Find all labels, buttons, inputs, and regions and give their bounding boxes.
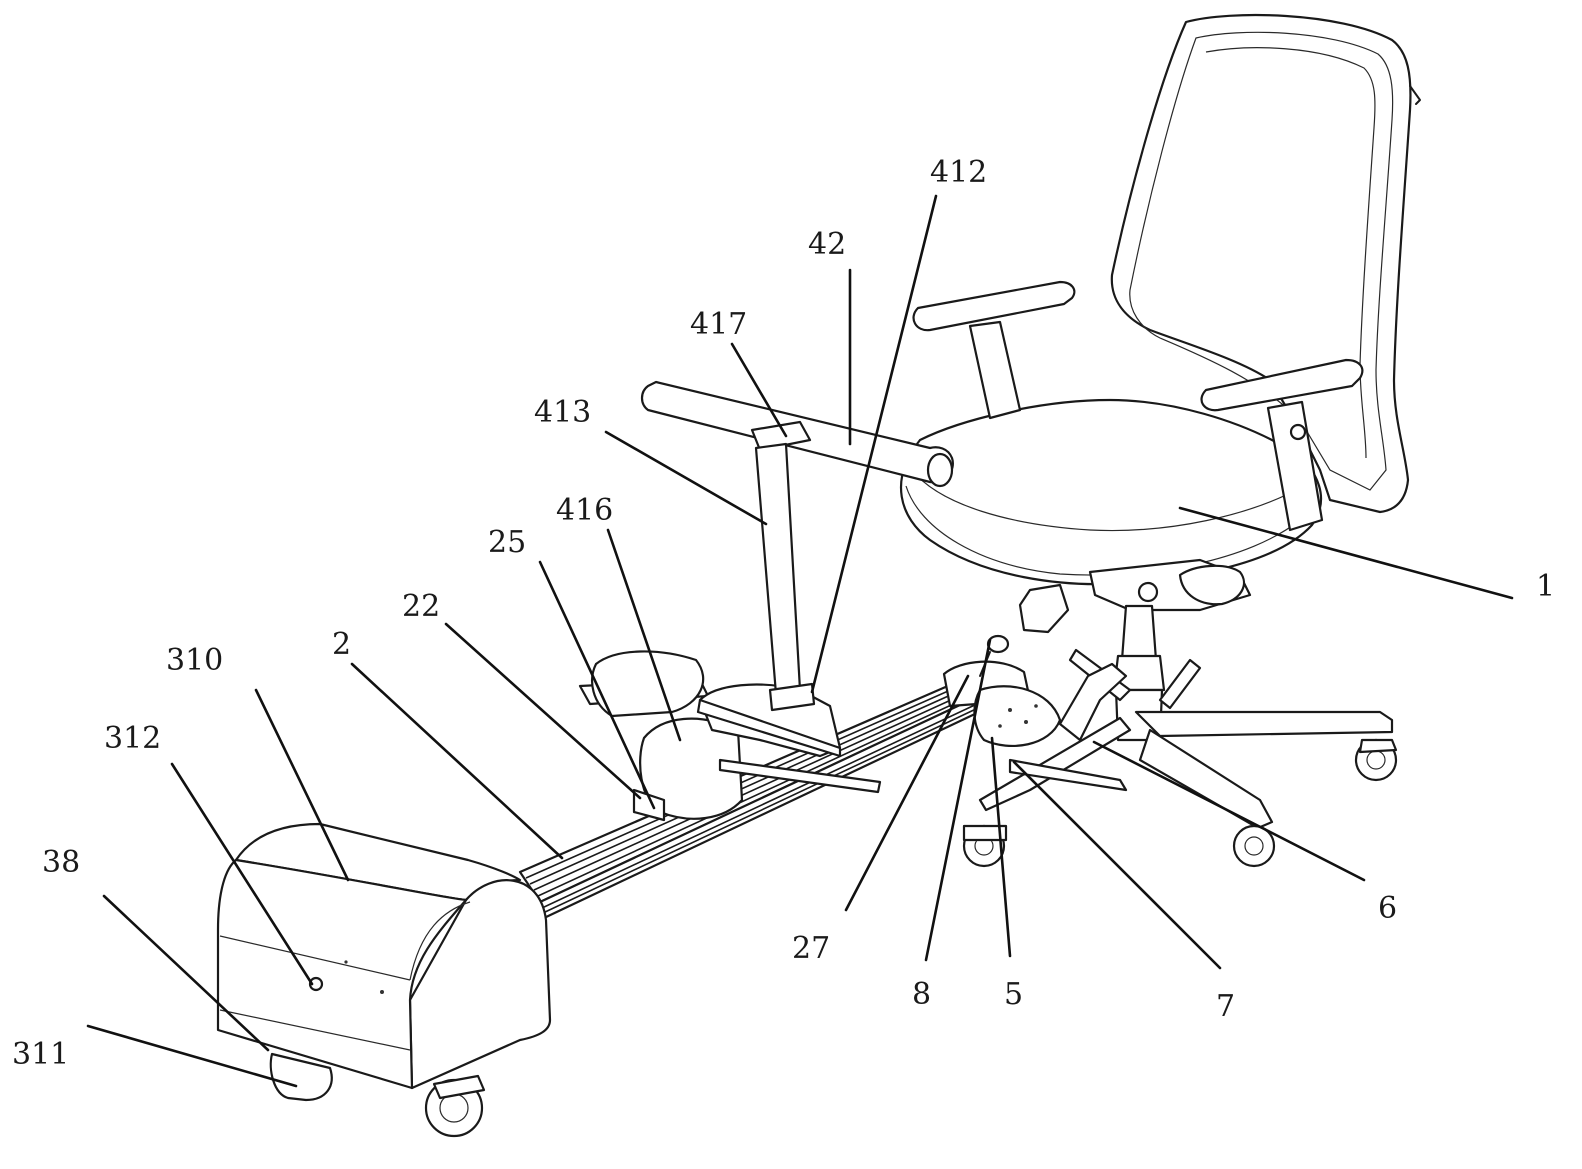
office-chair xyxy=(901,15,1420,866)
ref-42: 42 xyxy=(808,227,846,262)
ref-413: 413 xyxy=(534,395,591,430)
ref-412: 412 xyxy=(930,155,987,190)
ref-416: 416 xyxy=(556,493,613,528)
ref-417: 417 xyxy=(690,307,747,342)
housing-wheel-rear xyxy=(426,1076,484,1136)
ref-38: 38 xyxy=(42,845,80,880)
ref-7: 7 xyxy=(1216,989,1235,1024)
chair-base xyxy=(1136,712,1392,736)
ref-310: 310 xyxy=(166,643,223,678)
chair-seat xyxy=(901,400,1321,584)
leader-413 xyxy=(606,432,766,524)
handlebar-post-413 xyxy=(756,444,800,694)
ref-8: 8 xyxy=(912,977,931,1012)
foot-slider-assembly xyxy=(580,651,880,820)
ref-22: 22 xyxy=(402,589,440,624)
ref-25: 25 xyxy=(488,525,526,560)
ref-312: 312 xyxy=(104,721,161,756)
ref-311: 311 xyxy=(12,1037,69,1072)
leader-6 xyxy=(1094,742,1364,880)
ref-2: 2 xyxy=(332,627,351,662)
ref-27: 27 xyxy=(792,931,830,966)
leader-2 xyxy=(352,664,562,858)
front-housing xyxy=(218,824,550,1136)
caster-wheel-right xyxy=(1356,740,1396,780)
ref-1: 1 xyxy=(1536,569,1555,604)
chair-gas-lift xyxy=(1122,606,1156,660)
ref-6: 6 xyxy=(1378,891,1397,926)
leader-7 xyxy=(1014,762,1220,968)
ref-5: 5 xyxy=(1004,977,1023,1012)
